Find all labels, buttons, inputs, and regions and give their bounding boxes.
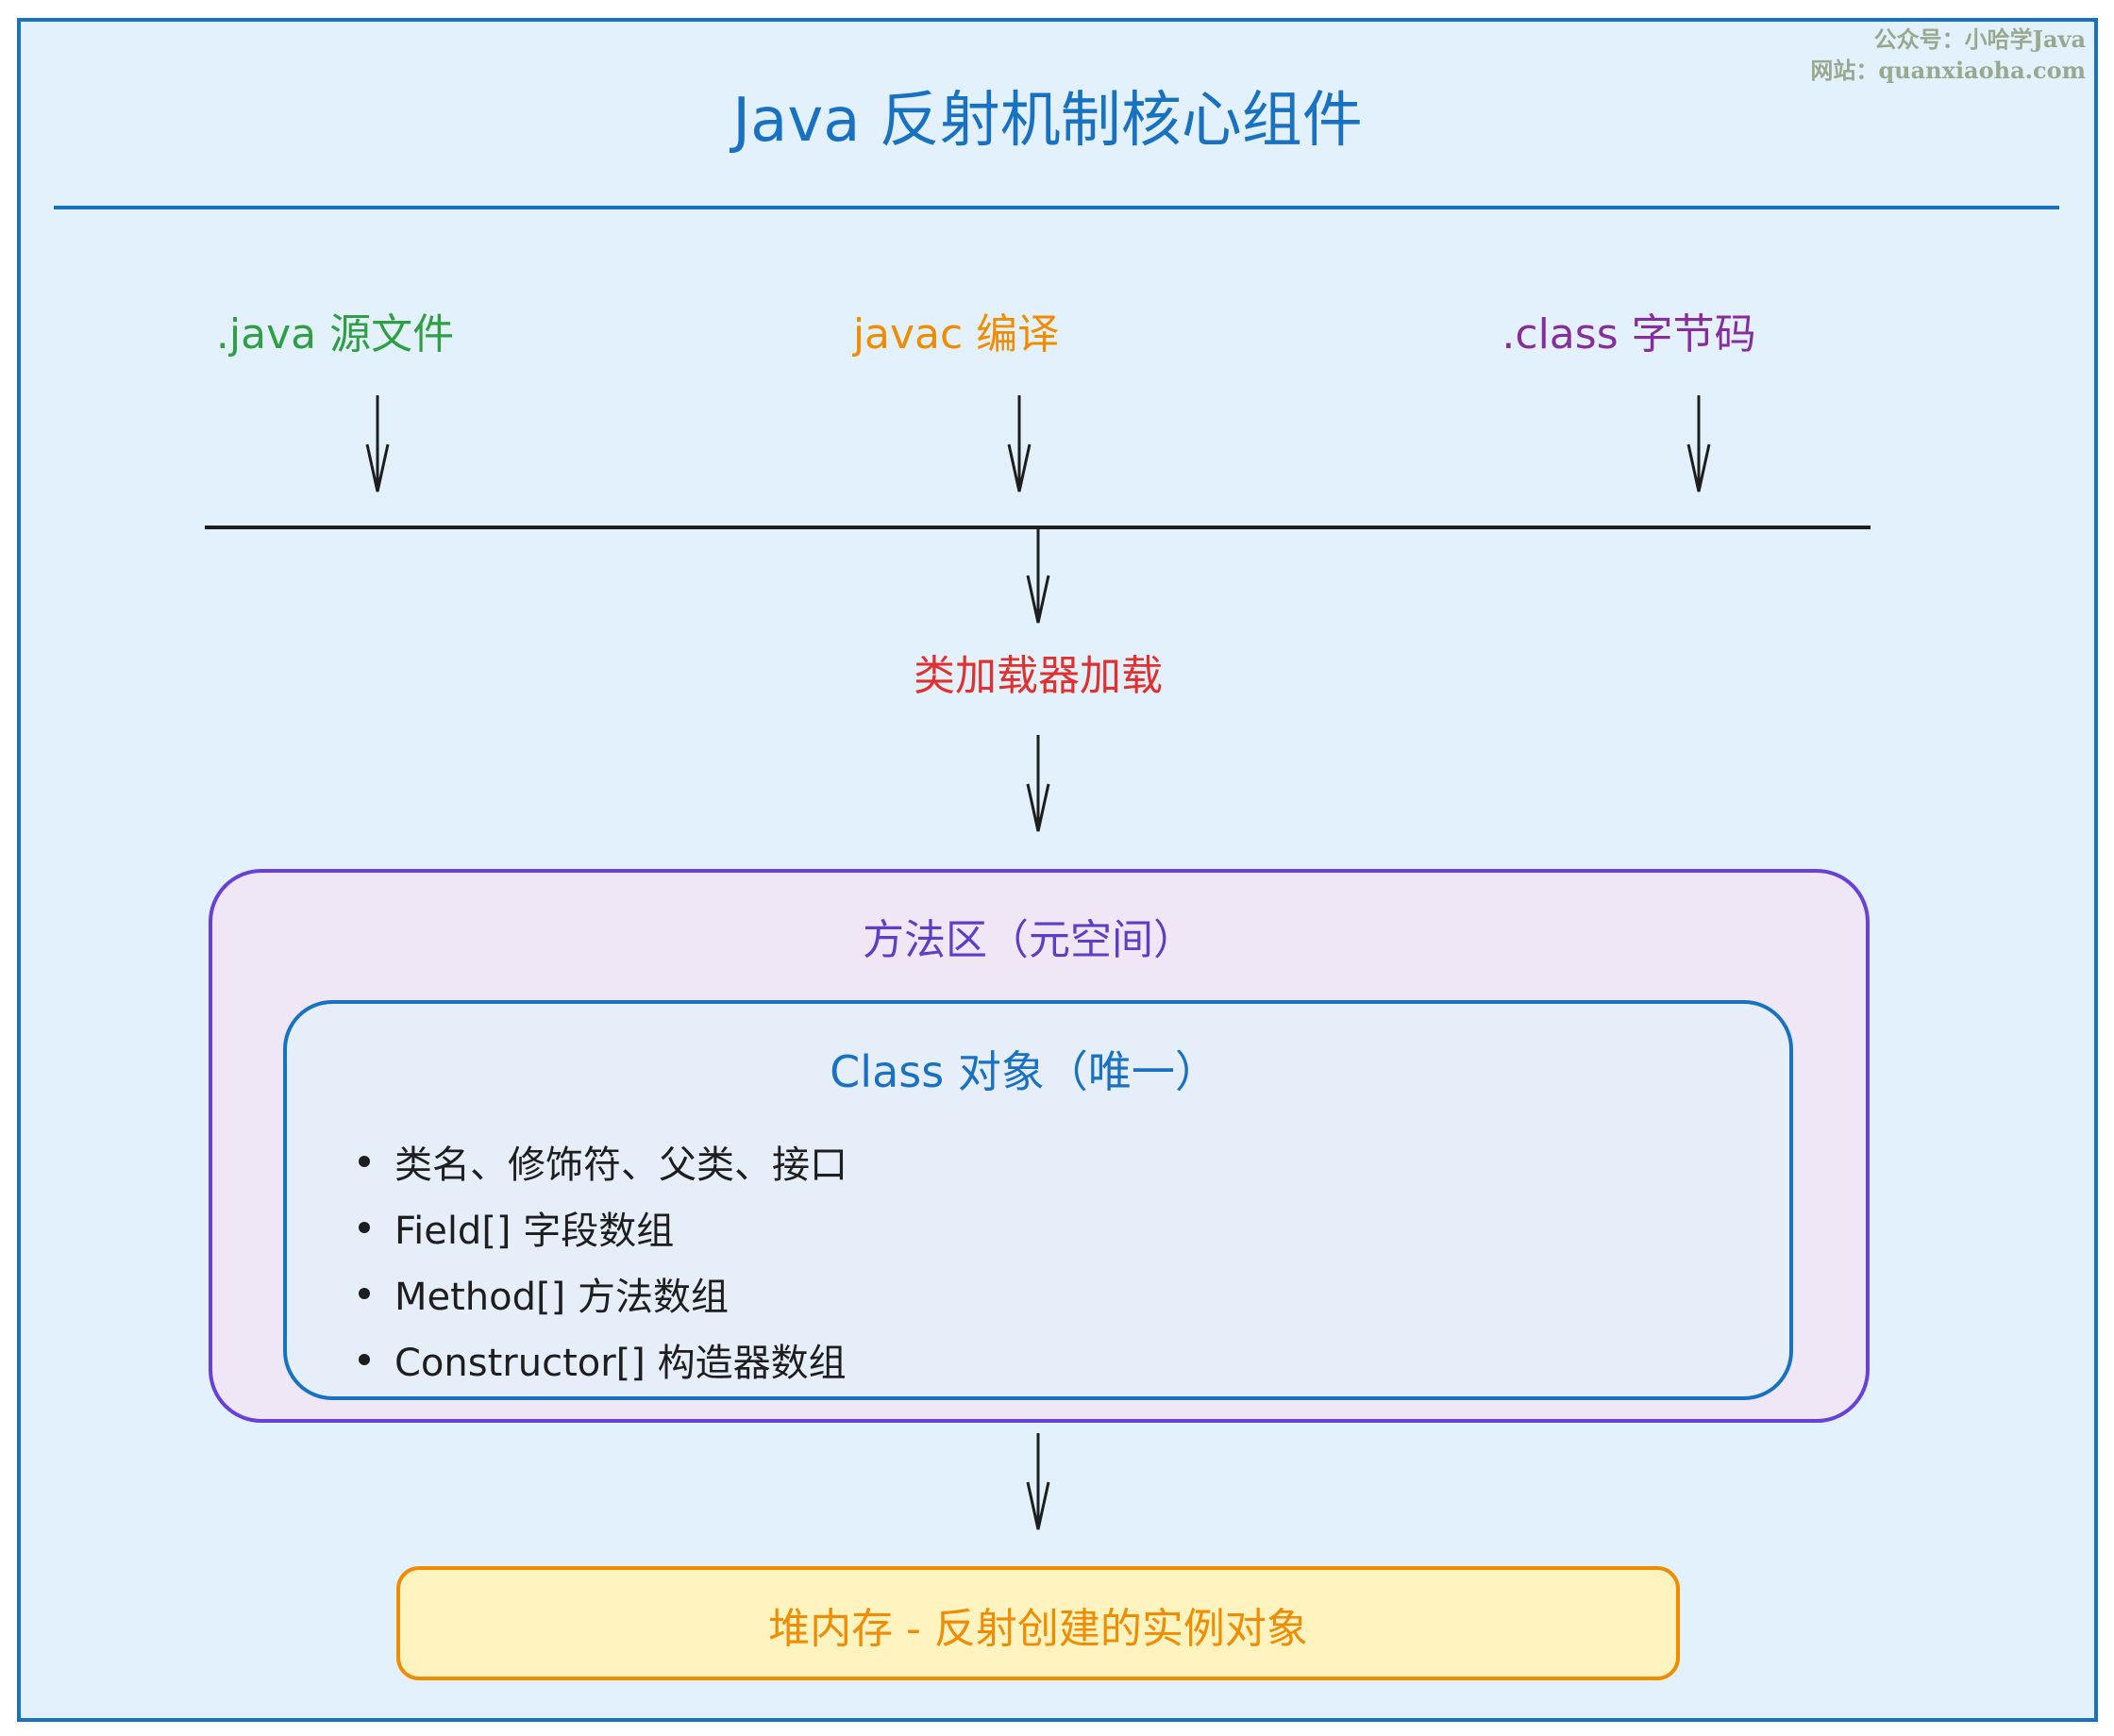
watermark-line2: 网站：quanxiaoha.com xyxy=(1810,57,2086,84)
arrow-to-loader xyxy=(1026,529,1050,624)
member-item: Method[] 方法数组 xyxy=(359,1260,847,1327)
member-item: 类名、修饰符、父类、接口 xyxy=(359,1128,847,1194)
watermark-line1: 公众号：小哈学Java xyxy=(1873,25,2086,53)
bullet-icon xyxy=(359,1354,370,1365)
class-object-box xyxy=(283,1000,1793,1400)
member-item: Field[] 字段数组 xyxy=(359,1194,847,1260)
arrow-java xyxy=(365,395,390,492)
arrow-to-heap xyxy=(1026,1433,1050,1530)
label-javac: javac 编译 xyxy=(852,310,1060,359)
class-object-members: 类名、修饰符、父类、接口 Field[] 字段数组 Method[] 方法数组 … xyxy=(359,1128,847,1393)
class-object-label: Class 对象（唯一） xyxy=(830,1046,1218,1097)
heap-label: 堆内存 - 反射创建的实例对象 xyxy=(768,1605,1308,1653)
bullet-icon xyxy=(359,1156,370,1167)
bullet-icon xyxy=(359,1222,370,1233)
label-java-source: .java 源文件 xyxy=(215,310,455,359)
arrow-class xyxy=(1686,395,1711,492)
label-class-bytecode: .class 字节码 xyxy=(1502,310,1756,359)
heap-box xyxy=(396,1566,1680,1680)
arrow-to-method-area xyxy=(1026,735,1050,832)
bullet-icon xyxy=(359,1288,370,1299)
diagram-title: Java 反射机制核心组件 xyxy=(732,86,1363,156)
member-item: Constructor[] 构造器数组 xyxy=(359,1327,847,1393)
label-class-loader: 类加载器加载 xyxy=(914,652,1163,700)
arrow-javac xyxy=(1007,395,1032,492)
method-area-label: 方法区（元空间） xyxy=(863,916,1195,964)
